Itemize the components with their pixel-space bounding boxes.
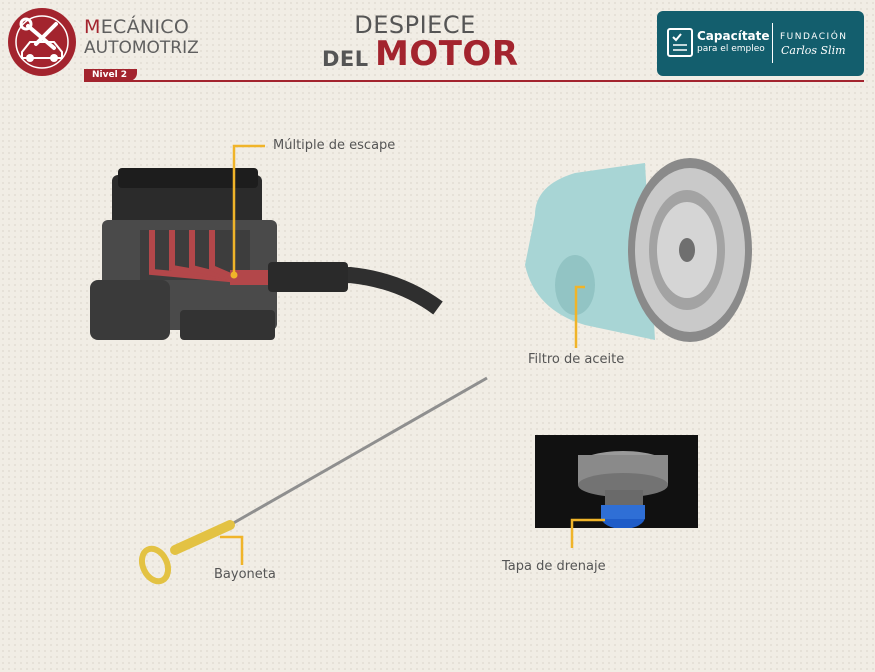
- label-exhaust-manifold: Múltiple de escape: [273, 138, 395, 153]
- label-drain-cap: Tapa de drenaje: [502, 559, 606, 574]
- label-dipstick: Bayoneta: [214, 567, 276, 582]
- label-oil-filter: Filtro de aceite: [528, 352, 624, 367]
